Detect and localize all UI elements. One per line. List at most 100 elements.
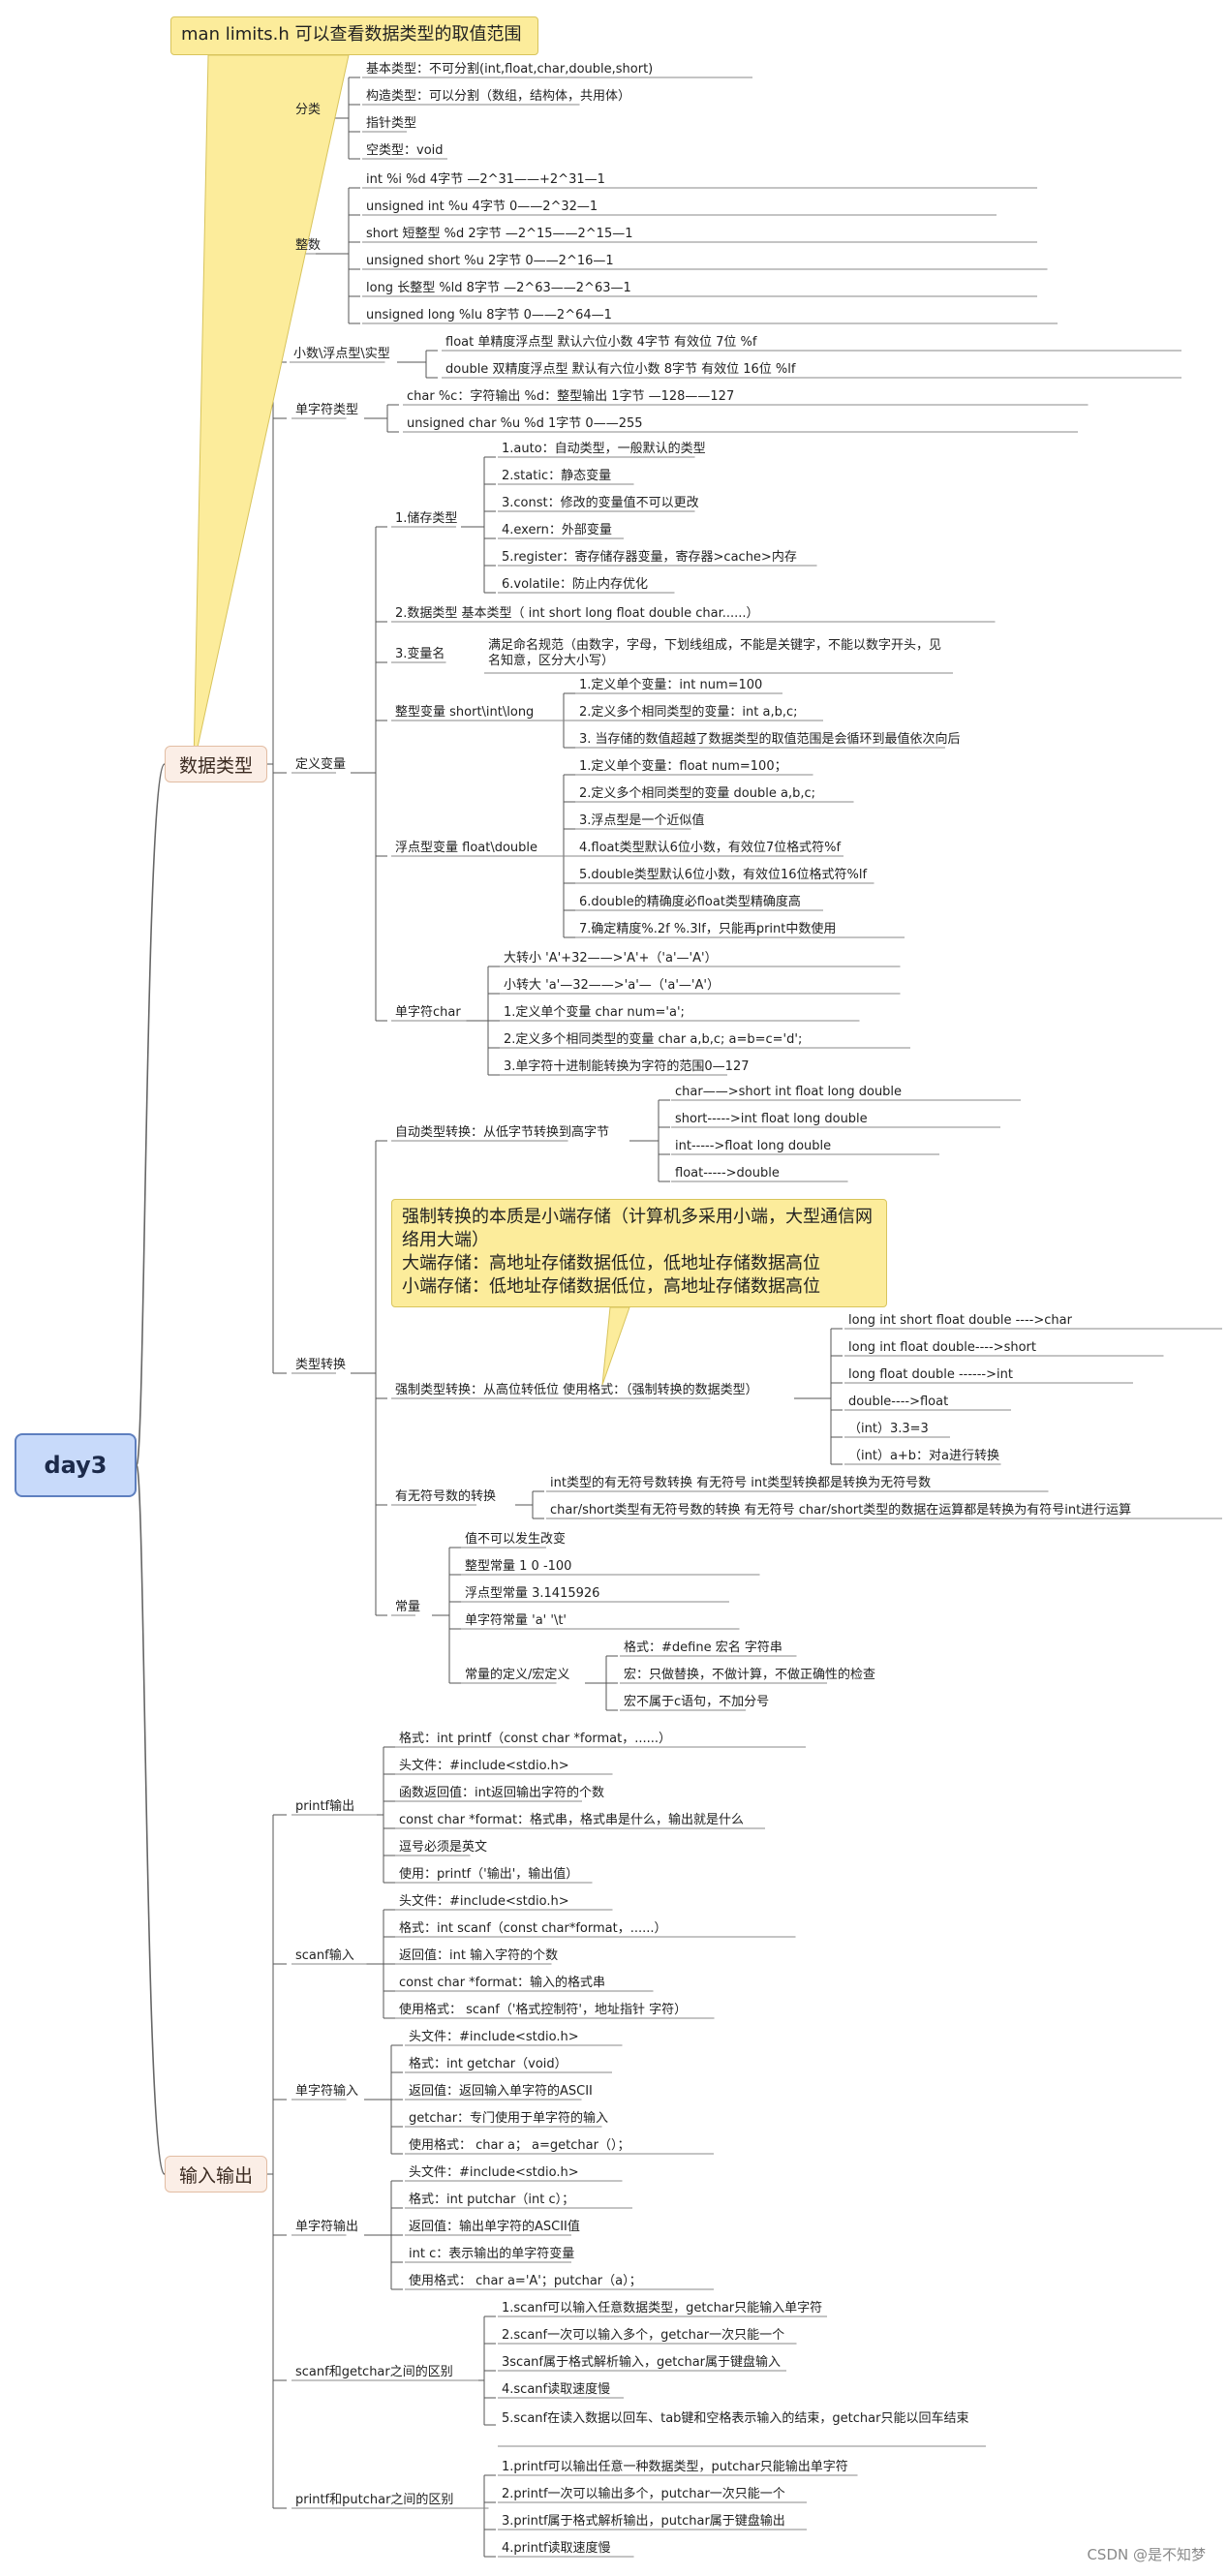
main-node-io[interactable]: 输入输出 [165, 2156, 267, 2193]
mindmap-node[interactable]: char %c：字符输出 %d：整型输出 1字节 —128——127 [407, 389, 735, 404]
mindmap-node[interactable]: 返回值：int 输入字符的个数 [399, 1948, 559, 1963]
mindmap-node[interactable]: 1.定义单个变量：float num=100； [579, 759, 787, 774]
mindmap-node[interactable]: （int）3.3=3 [848, 1422, 929, 1436]
mindmap-node[interactable]: 指针类型 [366, 116, 417, 131]
mindmap-node[interactable]: 2.static：静态变量 [502, 469, 612, 483]
mindmap-node[interactable]: 大转小 'A'+32——>'A'+（'a'—'A'） [504, 951, 718, 966]
mindmap-node[interactable]: printf输出 [295, 1799, 355, 1814]
mindmap-node[interactable]: 1.定义单个变量 char num='a'; [504, 1005, 685, 1020]
mindmap-node[interactable]: unsigned short %u 2字节 0——2^16—1 [366, 254, 614, 268]
mindmap-node[interactable]: 6.volatile：防止内存优化 [502, 577, 648, 592]
mindmap-node[interactable]: 使用格式： char a='A'；putchar（a）； [409, 2274, 642, 2288]
mindmap-node[interactable]: long int short float double ---->char [848, 1313, 1072, 1328]
mindmap-node[interactable]: 满足命名规范（由数字，字母，下划线组成，不能是关键字，不能以数字开头，见名知意，… [488, 638, 942, 668]
mindmap-node[interactable]: 4.float类型默认6位小数，有效位7位格式符%f [579, 841, 842, 855]
mindmap-node[interactable]: 格式：int scanf（const char*format，......） [399, 1921, 667, 1936]
mindmap-node[interactable]: short----->int float long double [675, 1112, 868, 1126]
mindmap-node[interactable]: 3.变量名 [395, 647, 445, 661]
mindmap-node[interactable]: 宏：只做替换，不做计算，不做正确性的检查 [624, 1668, 876, 1682]
mindmap-node[interactable]: const char *format：输入的格式串 [399, 1976, 606, 1990]
mindmap-node[interactable]: 3scanf属于格式解析输入，getchar属于键盘输入 [502, 2355, 782, 2370]
mindmap-node[interactable]: 1.printf可以输出任意一种数据类型，putchar只能输出单字符 [502, 2460, 848, 2474]
mindmap-node[interactable]: getchar：专门使用于单字符的输入 [409, 2111, 609, 2126]
mindmap-node[interactable]: 2.定义多个相同类型的变量 char a,b,c; a=b=c='d'; [504, 1032, 803, 1047]
mindmap-node[interactable]: 格式：int printf（const char *format，......） [399, 1732, 672, 1746]
mindmap-node[interactable]: 6.double的精确度必float类型精确度高 [579, 895, 801, 909]
mindmap-node[interactable]: 宏不属于c语句，不加分号 [624, 1695, 770, 1709]
mindmap-node[interactable]: 有无符号数的转换 [395, 1489, 497, 1504]
mindmap-node[interactable]: int %i %d 4字节 —2^31——+2^31—1 [366, 172, 605, 187]
mindmap-node[interactable]: 头文件：#include<stdio.h> [409, 2165, 579, 2180]
mindmap-node[interactable]: 7.确定精度%.2f %.3lf，只能再print中数使用 [579, 922, 837, 936]
mindmap-node[interactable]: 自动类型转换：从低字节转换到高字节 [395, 1125, 610, 1140]
mindmap-node[interactable]: const char *format：格式串，格式串是什么，输出就是什么 [399, 1813, 745, 1827]
mindmap-node[interactable]: 格式：int putchar（int c）； [409, 2193, 575, 2207]
mindmap-node[interactable]: int类型的有无符号数转换 有无符号 int类型转换都是转换为无符号数 [550, 1476, 932, 1490]
mindmap-node[interactable]: 常量的定义/宏定义 [465, 1668, 570, 1682]
mindmap-node[interactable]: unsigned int %u 4字节 0——2^32—1 [366, 199, 598, 214]
mindmap-node[interactable]: 2.定义多个相同类型的变量 double a,b,c; [579, 786, 815, 801]
mindmap-node[interactable]: 格式：int getchar（void） [409, 2057, 567, 2071]
mindmap-node[interactable]: 格式：#define 宏名 字符串 [624, 1641, 782, 1655]
mindmap-node[interactable]: 5.double类型默认6位小数，有效位16位格式符%lf [579, 868, 868, 882]
mindmap-node[interactable]: unsigned long %lu 8字节 0——2^64—1 [366, 308, 612, 322]
mindmap-node[interactable]: short 短整型 %d 2字节 —2^15——2^15—1 [366, 227, 633, 241]
mindmap-node[interactable]: char——>short int float long double [675, 1085, 903, 1099]
mindmap-node[interactable]: 2.数据类型 基本类型（ int short long float double… [395, 606, 759, 621]
mindmap-node[interactable]: 使用格式： char a； a=getchar（）； [409, 2138, 630, 2153]
mindmap-node[interactable]: 3.const：修改的变量值不可以更改 [502, 496, 699, 510]
mindmap-node[interactable]: 头文件：#include<stdio.h> [399, 1759, 569, 1773]
mindmap-node[interactable]: 3.printf属于格式解析输出，putchar属于键盘输出 [502, 2514, 785, 2529]
mindmap-node[interactable]: 2.scanf一次可以输入多个，getchar一次只能一个 [502, 2328, 785, 2343]
mindmap-node[interactable]: 小转大 'a'—32——>'a'—（'a'—'A'） [504, 978, 720, 993]
mindmap-node[interactable]: int c：表示输出的单字符变量 [409, 2247, 575, 2261]
mindmap-node[interactable]: 1.定义单个变量：int num=100 [579, 678, 763, 692]
mindmap-node[interactable]: 浮点型常量 3.1415926 [465, 1586, 600, 1601]
mindmap-node[interactable]: float----->double [675, 1166, 780, 1181]
mindmap-node[interactable]: 定义变量 [295, 757, 347, 772]
mindmap-node[interactable]: 返回值：输出单字符的ASCII值 [409, 2220, 580, 2234]
mindmap-node[interactable]: 单字符char [395, 1005, 461, 1020]
mindmap-node[interactable]: 1.scanf可以输入任意数据类型，getchar只能输入单字符 [502, 2301, 823, 2315]
mindmap-node[interactable]: double 双精度浮点型 默认有六位小数 8字节 有效位 16位 %lf [445, 362, 796, 377]
mindmap-node[interactable]: 1.auto：自动类型，一般默认的类型 [502, 442, 706, 456]
mindmap-node[interactable]: 强制类型转换：从高位转低位 使用格式：（强制转换的数据类型） [395, 1383, 758, 1397]
mindmap-node[interactable]: 整数 [295, 238, 322, 253]
mindmap-node[interactable]: 4.scanf读取速度慢 [502, 2382, 611, 2397]
mindmap-node[interactable]: 小数\浮点型\实型 [293, 347, 390, 361]
mindmap-node[interactable]: 5.register：寄存储存器变量，寄存器>cache>内存 [502, 550, 797, 565]
mindmap-node[interactable]: printf和putchar之间的区别 [295, 2493, 454, 2507]
mindmap-node[interactable]: long float double ------>int [848, 1367, 1013, 1382]
root-node[interactable]: day3 [15, 1433, 137, 1497]
mindmap-node[interactable]: 分类 [295, 103, 322, 117]
mindmap-node[interactable]: unsigned char %u %d 1字节 0——255 [407, 416, 643, 431]
mindmap-node[interactable]: int----->float long double [675, 1139, 832, 1153]
mindmap-node[interactable]: long 长整型 %ld 8字节 —2^63——2^63—1 [366, 281, 631, 295]
mindmap-node[interactable]: float 单精度浮点型 默认六位小数 4字节 有效位 7位 %f [445, 335, 757, 350]
mindmap-node[interactable]: 整型常量 1 0 -100 [465, 1559, 572, 1574]
mindmap-node[interactable]: 头文件：#include<stdio.h> [409, 2030, 579, 2044]
mindmap-node[interactable]: 逗号必须是英文 [399, 1840, 488, 1855]
mindmap-node[interactable]: scanf输入 [295, 1948, 354, 1963]
mindmap-node[interactable]: 3. 当存储的数值超越了数据类型的取值范围是会循环到最值依次向后 [579, 732, 961, 747]
mindmap-node[interactable]: 4.printf读取速度慢 [502, 2541, 611, 2556]
mindmap-node[interactable]: 函数返回值：int返回输出字符的个数 [399, 1786, 604, 1800]
mindmap-node[interactable]: 整型变量 short\int\long [395, 705, 535, 720]
mindmap-node[interactable]: long int float double---->short [848, 1340, 1036, 1355]
mindmap-node[interactable]: 单字符类型 [295, 403, 359, 417]
mindmap-node[interactable]: 2.定义多个相同类型的变量：int a,b,c; [579, 705, 798, 720]
mindmap-node[interactable]: 返回值：返回输入单字符的ASCII [409, 2084, 593, 2099]
mindmap-node[interactable]: 值不可以发生改变 [465, 1532, 567, 1547]
mindmap-node[interactable]: 单字符常量 'a' '\t' [465, 1613, 567, 1628]
mindmap-node[interactable]: 单字符输入 [295, 2084, 359, 2099]
mindmap-node[interactable]: 构造类型：可以分割（数组，结构体，共用体） [366, 89, 631, 104]
mindmap-node[interactable]: 3.单字符十进制能转换为字符的范围0—127 [504, 1059, 750, 1074]
mindmap-node[interactable]: double---->float [848, 1395, 949, 1409]
mindmap-node[interactable]: 使用：printf（'输出'，输出值） [399, 1867, 579, 1882]
mindmap-node[interactable]: 常量 [395, 1600, 421, 1614]
mindmap-node[interactable]: （int）a+b：对a进行转换 [848, 1449, 1000, 1463]
mindmap-node[interactable]: 使用格式： scanf（'格式控制符'，地址指针 字符） [399, 2003, 688, 2017]
mindmap-node[interactable]: 5.scanf在读入数据以回车、tab键和空格表示输入的结束，getchar只能… [502, 2411, 969, 2426]
mindmap-node[interactable]: 单字符输出 [295, 2220, 359, 2234]
mindmap-node[interactable]: 基本类型：不可分割(int,float,char,double,short) [366, 62, 654, 77]
